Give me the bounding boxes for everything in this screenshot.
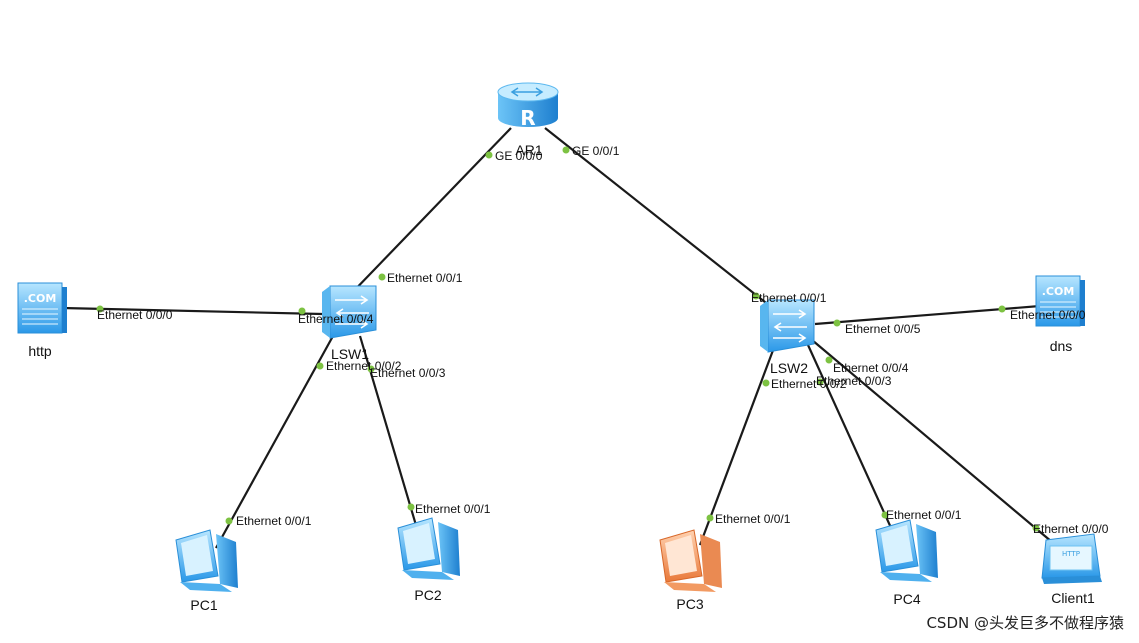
device-http[interactable]: .COM http	[17, 282, 67, 359]
server-icon: .COM	[17, 282, 67, 334]
port-label: Ethernet 0/0/4	[298, 312, 374, 326]
links	[61, 127, 1053, 549]
port-dot	[825, 356, 833, 364]
port-labels: GE 0/0/0 Ethernet 0/0/1 GE 0/0/1 Etherne…	[97, 144, 1109, 536]
device-label-pc4: PC4	[893, 591, 920, 607]
link-lsw2-pc3[interactable]	[698, 344, 777, 546]
device-label-http: http	[28, 343, 52, 359]
device-dns[interactable]: .COM dns	[1035, 275, 1085, 354]
port-dot	[752, 292, 760, 300]
device-label-lsw2: LSW2	[770, 360, 808, 376]
svg-text:HTTP: HTTP	[1062, 550, 1080, 558]
port-dot	[998, 305, 1006, 313]
device-label-pc2: PC2	[414, 587, 441, 603]
port-dot	[485, 151, 493, 159]
port-dot	[378, 273, 386, 281]
device-pc1[interactable]: PC1	[175, 529, 238, 613]
pc-icon	[175, 529, 238, 592]
port-label: Ethernet 0/0/1	[751, 291, 827, 305]
device-lsw1[interactable]: LSW1	[322, 285, 377, 362]
port-label: Ethernet 0/0/0	[1033, 522, 1109, 536]
device-client1[interactable]: HTTP Client1	[1041, 533, 1102, 606]
svg-text:.COM: .COM	[24, 292, 57, 305]
port-label: Ethernet 0/0/5	[845, 322, 921, 336]
port-label: Ethernet 0/0/0	[97, 308, 173, 322]
device-label-pc1: PC1	[190, 597, 217, 613]
port-label: Ethernet 0/0/0	[1010, 308, 1086, 322]
link-ar1-lsw2[interactable]	[544, 127, 776, 311]
device-label-dns: dns	[1050, 338, 1073, 354]
port-dot	[706, 514, 714, 522]
port-label: Ethernet 0/0/2	[326, 359, 402, 373]
svg-text:R: R	[520, 106, 535, 130]
link-lsw2-client1[interactable]	[811, 339, 1053, 543]
port-label: Ethernet 0/0/4	[833, 361, 909, 375]
client-icon: HTTP	[1041, 533, 1102, 584]
port-dot	[225, 517, 233, 525]
port-label: Ethernet 0/0/3	[816, 374, 892, 388]
server-icon: .COM	[1035, 275, 1085, 327]
switch-icon	[322, 285, 377, 339]
device-pc4[interactable]: PC4	[875, 519, 938, 607]
port-dot	[1032, 524, 1040, 532]
port-dot	[367, 365, 375, 373]
link-lsw2-pc4[interactable]	[806, 344, 894, 531]
svg-text:.COM: .COM	[1042, 285, 1075, 298]
link-lsw1-http[interactable]	[61, 306, 323, 316]
pc-icon	[659, 529, 722, 592]
switch-icon	[760, 299, 815, 353]
port-label: Ethernet 0/0/1	[236, 514, 312, 528]
port-dot	[881, 511, 889, 519]
device-ar1[interactable]: R AR1	[497, 82, 559, 158]
port-label: GE 0/0/0	[495, 149, 543, 163]
device-label-lsw1: LSW1	[331, 346, 369, 362]
port-dot	[816, 378, 824, 386]
port-dots	[96, 146, 1040, 532]
link-ar1-lsw1[interactable]	[344, 127, 512, 301]
watermark: CSDN @头发巨多不做程序猿	[926, 614, 1124, 632]
port-dot	[96, 305, 104, 313]
port-label: Ethernet 0/0/1	[387, 271, 463, 285]
device-lsw2[interactable]: LSW2	[760, 299, 815, 376]
port-dot	[762, 379, 770, 387]
device-pc3[interactable]: PC3	[659, 529, 722, 612]
port-label: Ethernet 0/0/1	[415, 502, 491, 516]
port-label: Ethernet 0/0/1	[886, 508, 962, 522]
device-label-pc3: PC3	[676, 596, 703, 612]
port-dot	[316, 362, 324, 370]
port-dot	[407, 503, 415, 511]
port-dot	[562, 146, 570, 154]
device-label-client1: Client1	[1051, 590, 1095, 606]
pc-icon	[397, 517, 460, 580]
port-dot	[298, 307, 306, 315]
port-label: Ethernet 0/0/2	[771, 377, 847, 391]
port-dot	[833, 319, 841, 327]
device-label-ar1: AR1	[515, 142, 542, 158]
port-label: Ethernet 0/0/1	[715, 512, 791, 526]
router-icon: R	[497, 82, 559, 130]
port-label: GE 0/0/1	[572, 144, 620, 158]
pc-icon	[875, 519, 938, 582]
link-lsw1-pc1[interactable]	[215, 335, 334, 549]
device-pc2[interactable]: PC2	[397, 517, 460, 603]
port-label: Ethernet 0/0/3	[370, 366, 446, 380]
